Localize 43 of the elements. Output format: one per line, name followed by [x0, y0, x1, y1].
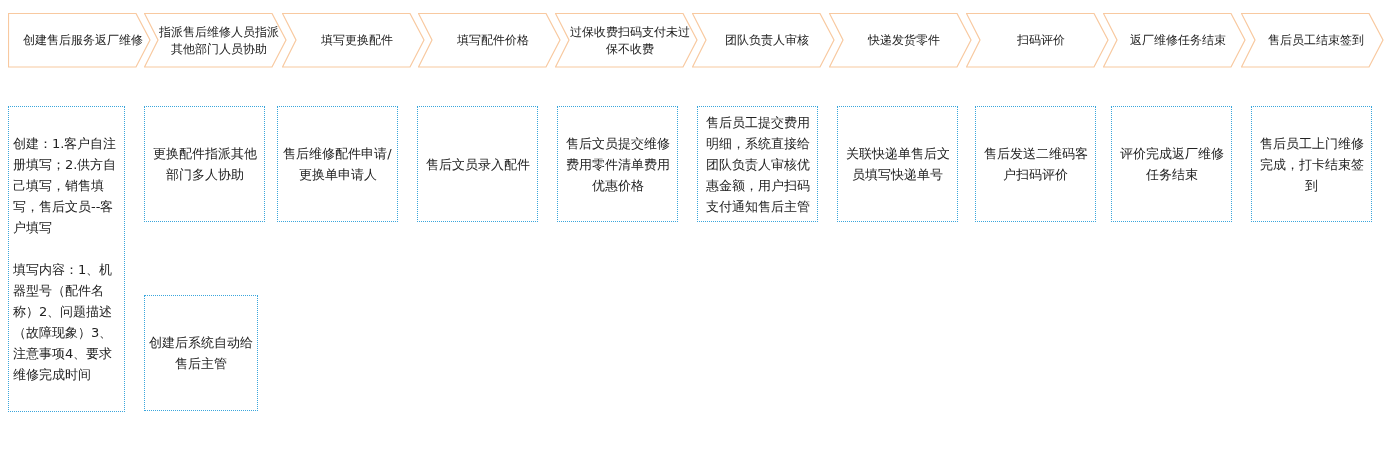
step-banner [555, 13, 698, 68]
step-description: 创建后系统自动给售后主管 [149, 334, 253, 373]
step-banner [1103, 13, 1246, 68]
step-banner [1241, 13, 1384, 68]
step-box [144, 295, 258, 411]
step-description: 售后员工提交费用明细，系统直接给团队负责人审核优惠金额，用户扫码支付通知售后主管 [704, 113, 811, 216]
step-description: 售后维修配件申请/更换单申请人 [282, 145, 393, 184]
step-title: 返厂维修任务结束 [1128, 32, 1227, 49]
step-title: 快递发货零件 [866, 32, 941, 49]
step-description: 售后文员提交维修费用零件清单费用优惠价格 [564, 134, 671, 195]
step-title: 填写更换配件 [319, 32, 394, 49]
step-title: 过保收费扫码支付未过保不收费 [568, 23, 691, 58]
step-banner [144, 13, 287, 68]
step-banner [282, 13, 425, 68]
step-title: 指派售后维修人员指派其他部门人员协助 [157, 23, 280, 58]
step-description: 关联快递单售后文员填写快递单号 [844, 145, 951, 184]
step-description: 填写内容：1、机器型号（配件名称）2、问题描述（故障现象）3、注意事项4、要求维修完成时间 [13, 261, 114, 384]
step-banner [692, 13, 835, 68]
step-title: 团队负责人审核 [723, 32, 810, 49]
step-description: 更换配件指派其他部门多人协助 [151, 145, 258, 184]
step-banner [8, 13, 151, 68]
step-box [975, 106, 1096, 222]
step-description: 售后文员录入配件 [425, 155, 530, 174]
step-box [697, 106, 818, 222]
step-description: 售后员工上门维修完成，打卡结束签到 [1258, 134, 1365, 195]
step-description: 评价完成返厂维修任务结束 [1118, 145, 1225, 184]
step-title: 扫码评价 [1015, 32, 1066, 49]
step-box [837, 106, 958, 222]
step-banner [829, 13, 972, 68]
step-title: 售后员工结束签到 [1266, 32, 1365, 49]
step-description: 售后发送二维码客户扫码评价 [982, 145, 1089, 184]
step-banner [418, 13, 561, 68]
step-box [277, 106, 398, 222]
step-box [1111, 106, 1232, 222]
step-box [417, 106, 538, 222]
step-box [1251, 106, 1372, 222]
step-banner [966, 13, 1109, 68]
step-title: 创建售后服务返厂维修 [21, 32, 144, 49]
step-box [144, 106, 265, 222]
step-description: 创建：1.客户自注册填写；2.供方自己填写，销售填写，售后文员--客户填写 [13, 135, 118, 237]
step-box [8, 106, 125, 412]
step-title: 填写配件价格 [455, 32, 530, 49]
step-box [557, 106, 678, 222]
